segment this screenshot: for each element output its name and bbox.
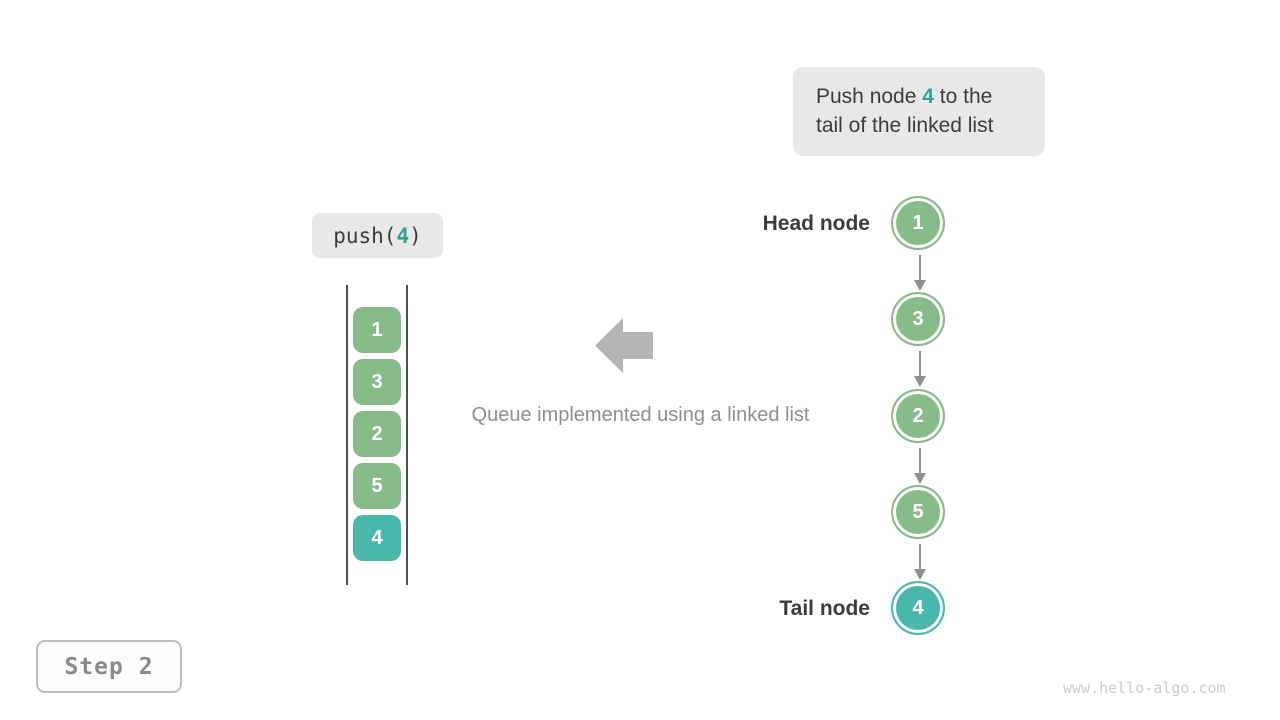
next-pointer-arrow-icon: [913, 544, 927, 580]
node-value: 3: [912, 307, 924, 330]
op-suffix: ): [409, 223, 422, 248]
next-pointer-arrow-icon: [913, 255, 927, 291]
watermark-url: www.hello-algo.com: [1063, 679, 1226, 697]
queue-item: 1: [353, 307, 401, 353]
queue-item: 2: [353, 411, 401, 457]
diagram-caption: Queue implemented using a linked list: [471, 404, 810, 426]
tail-node-label: Tail node: [779, 597, 870, 620]
linked-list-node: 3: [891, 292, 945, 346]
linked-list-node: 4: [891, 581, 945, 635]
queue-item: 5: [353, 463, 401, 509]
step-badge: Step 2: [36, 640, 182, 693]
callout-highlight-value: 4: [922, 85, 934, 108]
linked-list-node: 5: [891, 485, 945, 539]
callout-text-line1-before: Push node: [816, 85, 923, 108]
callout-text-line2: tail of the linked list: [816, 114, 994, 137]
node-value: 1: [912, 211, 924, 234]
node-value: 4: [912, 596, 924, 619]
node-value: 5: [912, 500, 924, 523]
queue-item: 3: [353, 359, 401, 405]
big-left-arrow-icon: [595, 318, 653, 373]
callout-text-line1-after: to the: [933, 85, 993, 108]
next-pointer-arrow-icon: [913, 351, 927, 387]
head-node-label: Head node: [762, 212, 870, 235]
push-operation-chip: push(4): [312, 213, 443, 258]
node-value: 2: [912, 404, 924, 427]
linked-list-node: 2: [891, 389, 945, 443]
queue-item: 4: [353, 515, 401, 561]
op-value: 4: [396, 223, 410, 248]
callout-bubble: Push node 4 to the tail of the linked li…: [793, 67, 1045, 156]
linked-list-node: 1: [891, 196, 945, 250]
step-badge-label: Step 2: [64, 653, 154, 680]
next-pointer-arrow-icon: [913, 448, 927, 484]
queue-container: 1 3 2 5 4: [346, 285, 408, 585]
op-prefix: push(: [333, 223, 397, 248]
